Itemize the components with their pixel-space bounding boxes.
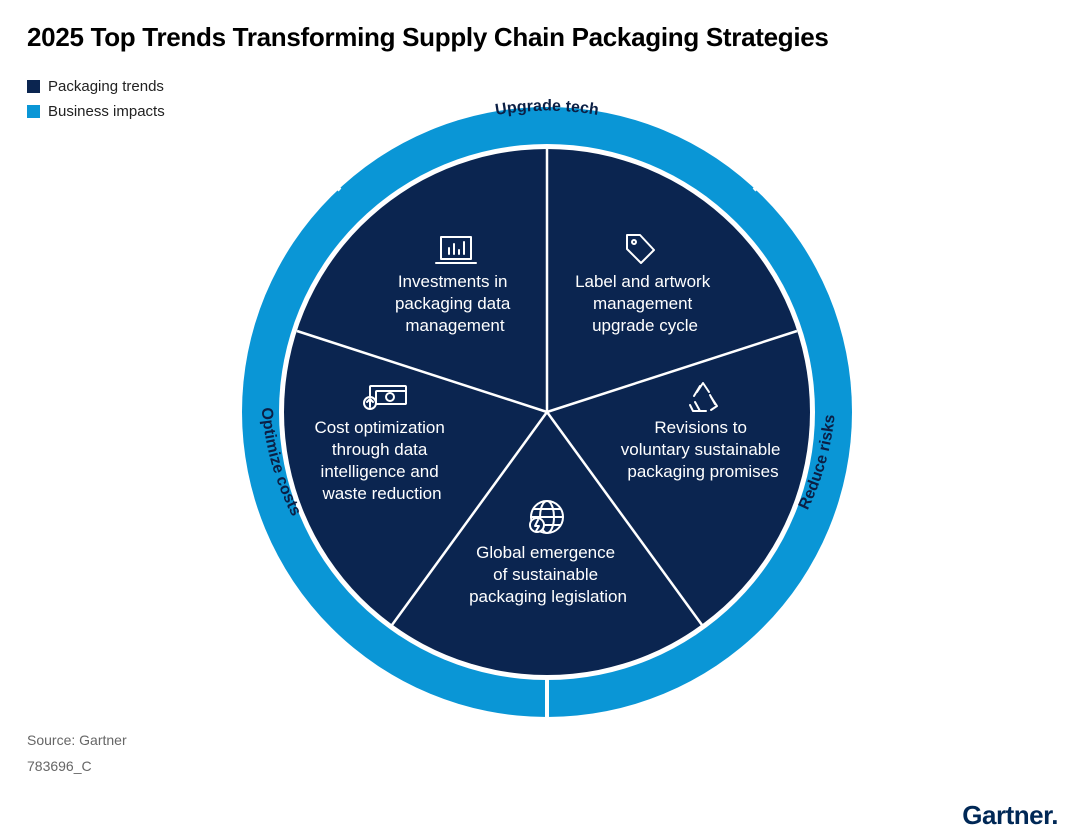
recycle-icon <box>689 382 718 412</box>
legend-item-trends: Packaging trends <box>27 74 165 99</box>
pie-divider <box>390 411 549 626</box>
pie-divider <box>545 411 704 626</box>
legend-label-impacts: Business impacts <box>48 103 165 120</box>
tag-icon <box>626 234 655 264</box>
trend-label-cost-optimization: Cost optimization through data intellige… <box>314 418 449 503</box>
legend-label-trends: Packaging trends <box>48 78 164 95</box>
figure-id: 783696_C <box>27 758 92 774</box>
legend-swatch-impacts <box>27 105 40 118</box>
pie-divider <box>296 329 548 414</box>
gartner-logo: Gartner. <box>962 800 1058 830</box>
ring-divider <box>752 164 782 192</box>
page-title: 2025 Top Trends Transforming Supply Chai… <box>27 22 829 52</box>
trend-label-label-artwork: Label and artwork management upgrade cyc… <box>575 272 715 335</box>
source-note: Source: Gartner <box>27 732 127 748</box>
globe-icon <box>529 500 564 534</box>
trend-label-investments: Investments in packaging data management <box>395 272 515 335</box>
trend-label-global-emergence: Global emergence of sustainable packagin… <box>469 543 627 606</box>
trend-label-revisions: Revisions to voluntary sustainable packa… <box>621 418 785 481</box>
legend: Packaging trends Business impacts <box>27 74 165 124</box>
legend-item-impacts: Business impacts <box>27 99 165 124</box>
bar-chart-icon <box>435 236 477 264</box>
ring-label-upgrade-tech: Upgrade tech <box>494 98 600 119</box>
legend-swatch-trends <box>27 80 40 93</box>
ring-divider <box>312 164 342 192</box>
money-icon <box>363 385 407 410</box>
pie-divider <box>546 329 798 414</box>
